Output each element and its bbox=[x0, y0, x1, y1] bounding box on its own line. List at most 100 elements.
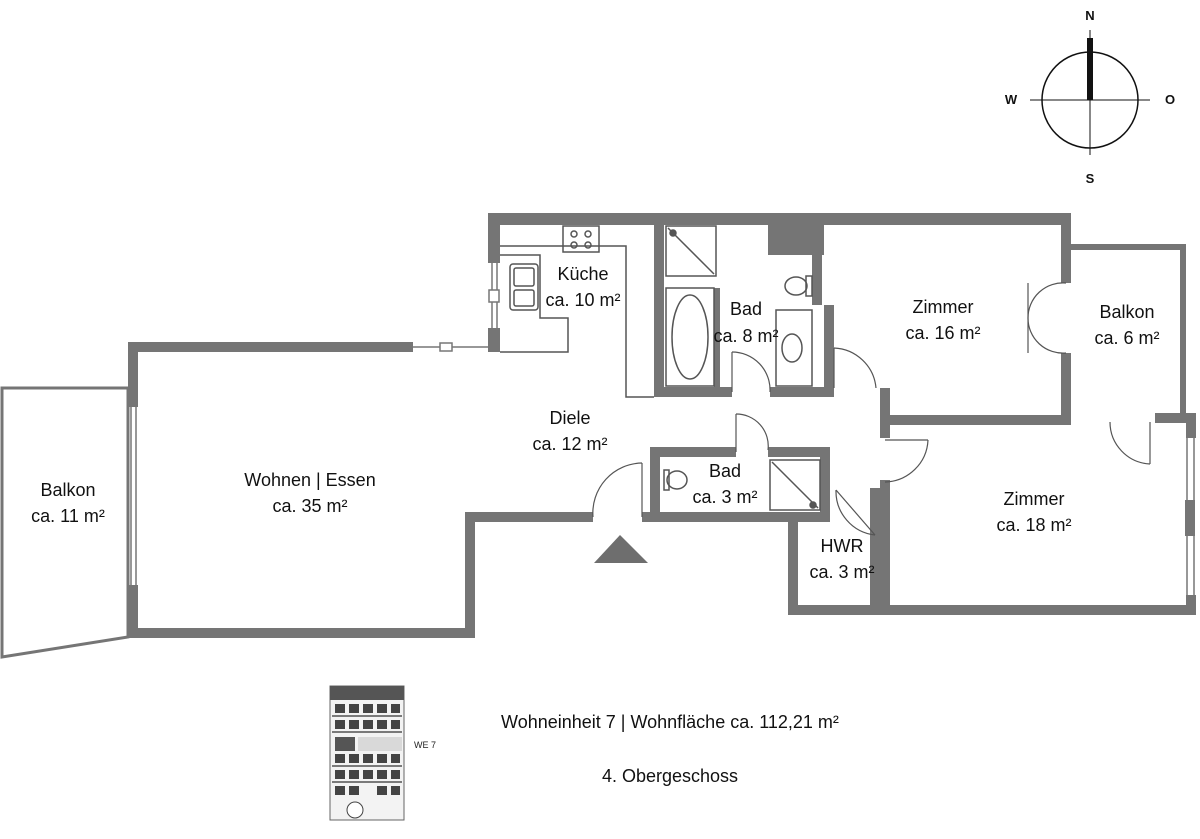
washbasin-bowl bbox=[781, 333, 803, 363]
room-area-kueche: ca. 10 m² bbox=[545, 290, 620, 310]
wall-balkon-ost-top bbox=[1071, 244, 1186, 250]
toilet-icon bbox=[784, 276, 808, 296]
door-zimmer16-arc bbox=[833, 347, 877, 389]
wall-entrance-stub bbox=[642, 512, 654, 522]
wall-bad-klein-bottom bbox=[650, 512, 830, 522]
building-thumbnail: WE 7 bbox=[329, 685, 436, 821]
sink-basin-1 bbox=[513, 267, 535, 287]
wall-zimmer18-right-upper bbox=[1186, 413, 1196, 438]
window-zimmer18-mullion bbox=[1185, 500, 1195, 536]
compass-west-label: W bbox=[1005, 92, 1018, 107]
door-balkon-ost-arc-1 bbox=[1027, 282, 1067, 319]
stove-burner-4 bbox=[584, 241, 592, 249]
door-entrance-arc bbox=[592, 462, 643, 518]
toilet-tank-icon bbox=[805, 275, 813, 297]
wall-bad-klein-left bbox=[650, 447, 660, 522]
room-name-wohnen: Wohnen | Essen bbox=[244, 470, 375, 490]
room-name-zimmer-18: Zimmer bbox=[1004, 489, 1065, 509]
room-labels: Balkon ca. 11 m² Wohnen | Essen ca. 35 m… bbox=[31, 264, 1159, 582]
door-balkon-ost-arc-2 bbox=[1027, 317, 1067, 354]
bathtub-basin bbox=[671, 294, 709, 380]
wall-bad-gross-left bbox=[654, 225, 664, 397]
room-name-bad-klein: Bad bbox=[709, 461, 741, 481]
balkon-west-outline bbox=[0, 386, 130, 659]
wall-kueche-left-lower bbox=[488, 328, 500, 352]
room-area-zimmer-16: ca. 16 m² bbox=[905, 323, 980, 343]
room-name-zimmer-16: Zimmer bbox=[913, 297, 974, 317]
room-area-balkon-west: ca. 11 m² bbox=[31, 506, 105, 526]
toilet-small-icon bbox=[666, 470, 688, 490]
wall-zimmer16-bottom bbox=[880, 415, 1071, 425]
wall-bad-gross-right-upper bbox=[812, 225, 822, 305]
toilet-small-tank bbox=[663, 469, 670, 491]
room-area-wohnen: ca. 35 m² bbox=[272, 496, 347, 516]
stove-burner-1 bbox=[570, 230, 578, 238]
wall-wohnen-step-horizontal bbox=[465, 512, 593, 522]
building-highlighted-unit-left bbox=[335, 737, 355, 751]
shower-small-icon bbox=[769, 459, 821, 511]
shower-small-drain bbox=[809, 501, 817, 509]
shower-icon bbox=[665, 225, 717, 277]
shower-small-diagonal bbox=[771, 461, 819, 509]
building-roof bbox=[330, 686, 404, 700]
wall-hwr-right bbox=[870, 488, 880, 610]
room-area-bad-gross: ca. 8 m² bbox=[713, 326, 778, 346]
compass-east-label: O bbox=[1165, 92, 1175, 107]
wall-bad-klein-top-right bbox=[768, 447, 830, 457]
compass-south-label: S bbox=[1086, 171, 1095, 186]
room-name-diele: Diele bbox=[549, 408, 590, 428]
building-unit-tag: WE 7 bbox=[414, 740, 436, 750]
balkon-west bbox=[0, 386, 130, 659]
kitchen-island-side bbox=[500, 254, 569, 353]
building-balconies bbox=[332, 715, 402, 783]
room-name-balkon-ost: Balkon bbox=[1099, 302, 1154, 322]
wall-kueche-left-upper bbox=[488, 213, 500, 263]
kitchen-fixtures bbox=[500, 225, 654, 398]
wall-bad-partition bbox=[714, 288, 720, 388]
building-highlighted-unit bbox=[358, 737, 402, 751]
wall-zimmer16-right-lower bbox=[1061, 353, 1071, 425]
door-hwr-leaf bbox=[835, 489, 876, 536]
stove-burner-3 bbox=[570, 241, 578, 249]
room-name-bad-gross: Bad bbox=[730, 299, 762, 319]
compass-rose: N S W O bbox=[1005, 8, 1175, 186]
wall-wohnen-step-vertical bbox=[465, 512, 475, 638]
wall-balkon-ost-right bbox=[1180, 244, 1186, 420]
building-entrance-arch bbox=[346, 801, 364, 819]
doors bbox=[592, 282, 1151, 536]
shower-drain bbox=[669, 229, 677, 237]
caption-unit-line: Wohneinheit 7 | Wohnfläche ca. 112,21 m² bbox=[501, 712, 839, 732]
windows bbox=[130, 263, 1195, 595]
wall-bad-gross-right-lower bbox=[824, 305, 834, 397]
bathroom-fixtures bbox=[663, 225, 821, 511]
room-area-bad-klein: ca. 3 m² bbox=[692, 487, 757, 507]
wall-wohnen-bottom bbox=[128, 628, 475, 638]
compass-north-label: N bbox=[1085, 8, 1094, 23]
room-area-hwr: ca. 3 m² bbox=[809, 562, 874, 582]
wall-wohnen-left-lower bbox=[128, 585, 138, 637]
wall-bad-klein-top-left bbox=[650, 447, 736, 457]
door-zimmer18-arc bbox=[884, 439, 929, 483]
sink-basin-2 bbox=[513, 289, 535, 307]
door-bad-klein-arc bbox=[735, 413, 769, 451]
building-windows bbox=[335, 704, 400, 795]
window-wohnen-top-frame bbox=[439, 342, 453, 352]
bathtub-icon bbox=[665, 287, 715, 387]
entrance-marker bbox=[594, 535, 648, 563]
wall-bad-gross-bottom-right bbox=[770, 387, 828, 397]
window-kueche-frame bbox=[488, 289, 500, 303]
room-name-hwr: HWR bbox=[821, 536, 864, 556]
wall-zimmer18-top-right bbox=[1155, 413, 1195, 423]
wall-wohnen-top bbox=[128, 342, 413, 352]
room-area-zimmer-18: ca. 18 m² bbox=[996, 515, 1071, 535]
wall-bad-gross-bottom-left bbox=[654, 387, 732, 397]
wall-zimmer16-left-stub bbox=[880, 388, 890, 438]
sink-icon bbox=[509, 263, 539, 311]
washbasin-icon bbox=[775, 309, 813, 387]
wall-bad-klein-right bbox=[820, 447, 830, 522]
door-zimmer18-balkon-arc bbox=[1109, 421, 1151, 465]
wall-zimmer16-right bbox=[1061, 213, 1071, 283]
room-name-kueche: Küche bbox=[557, 264, 608, 284]
wall-zimmer18-bottom bbox=[788, 605, 1196, 615]
